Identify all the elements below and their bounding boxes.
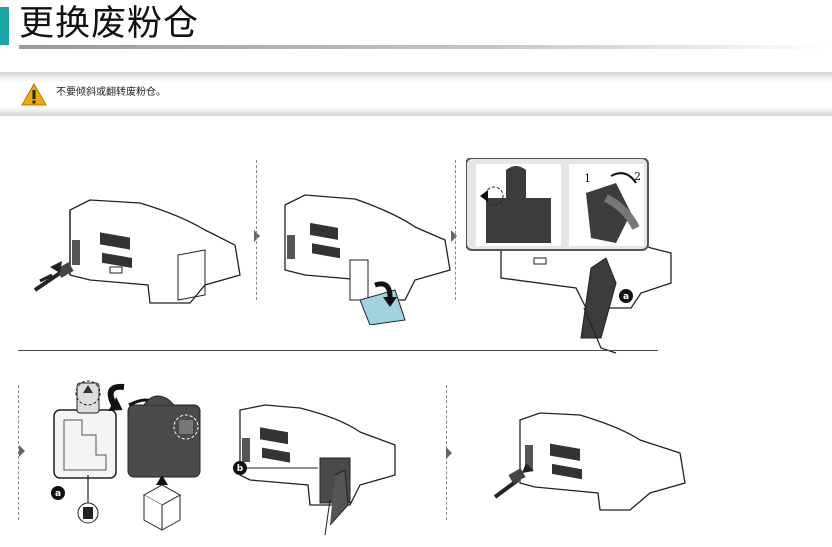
step-6-reconnect-cable [490, 405, 690, 515]
warning-box [0, 72, 832, 116]
callout-a-bottom: a [55, 489, 61, 499]
step-1-unplug-cable [30, 185, 250, 310]
step-4-dispose-old-container: a [44, 375, 224, 535]
callout-a-bottom-marker [51, 486, 65, 500]
row-divider [18, 350, 658, 351]
callout-b: b [237, 464, 244, 474]
step-arrow-3 [19, 445, 25, 457]
step-5-insert-new-container: b [230, 400, 400, 540]
warning-text: 不要倾斜或翻转废粉仓。 [56, 87, 166, 98]
step-arrow-1 [254, 230, 260, 242]
step-separator-3 [18, 385, 19, 520]
callout-b-marker [233, 461, 247, 475]
step-arrow-2 [451, 230, 457, 242]
callout-one: 1 [584, 172, 591, 185]
step-3-remove-waste-container: 1 2 a [466, 158, 676, 358]
page-title: 更换废粉仓 [19, 4, 200, 44]
step-arrow-4 [446, 447, 452, 459]
callout-a-top-marker [619, 289, 633, 303]
step-separator-1 [256, 160, 257, 300]
callout-a-top: a [623, 292, 629, 302]
step-2-open-cover [265, 185, 455, 325]
title-accent-bar [0, 7, 9, 45]
step-separator-2 [455, 160, 456, 300]
warning-triangle-icon [21, 83, 47, 106]
callout-two: 2 [634, 170, 641, 183]
title-underline [19, 45, 832, 49]
